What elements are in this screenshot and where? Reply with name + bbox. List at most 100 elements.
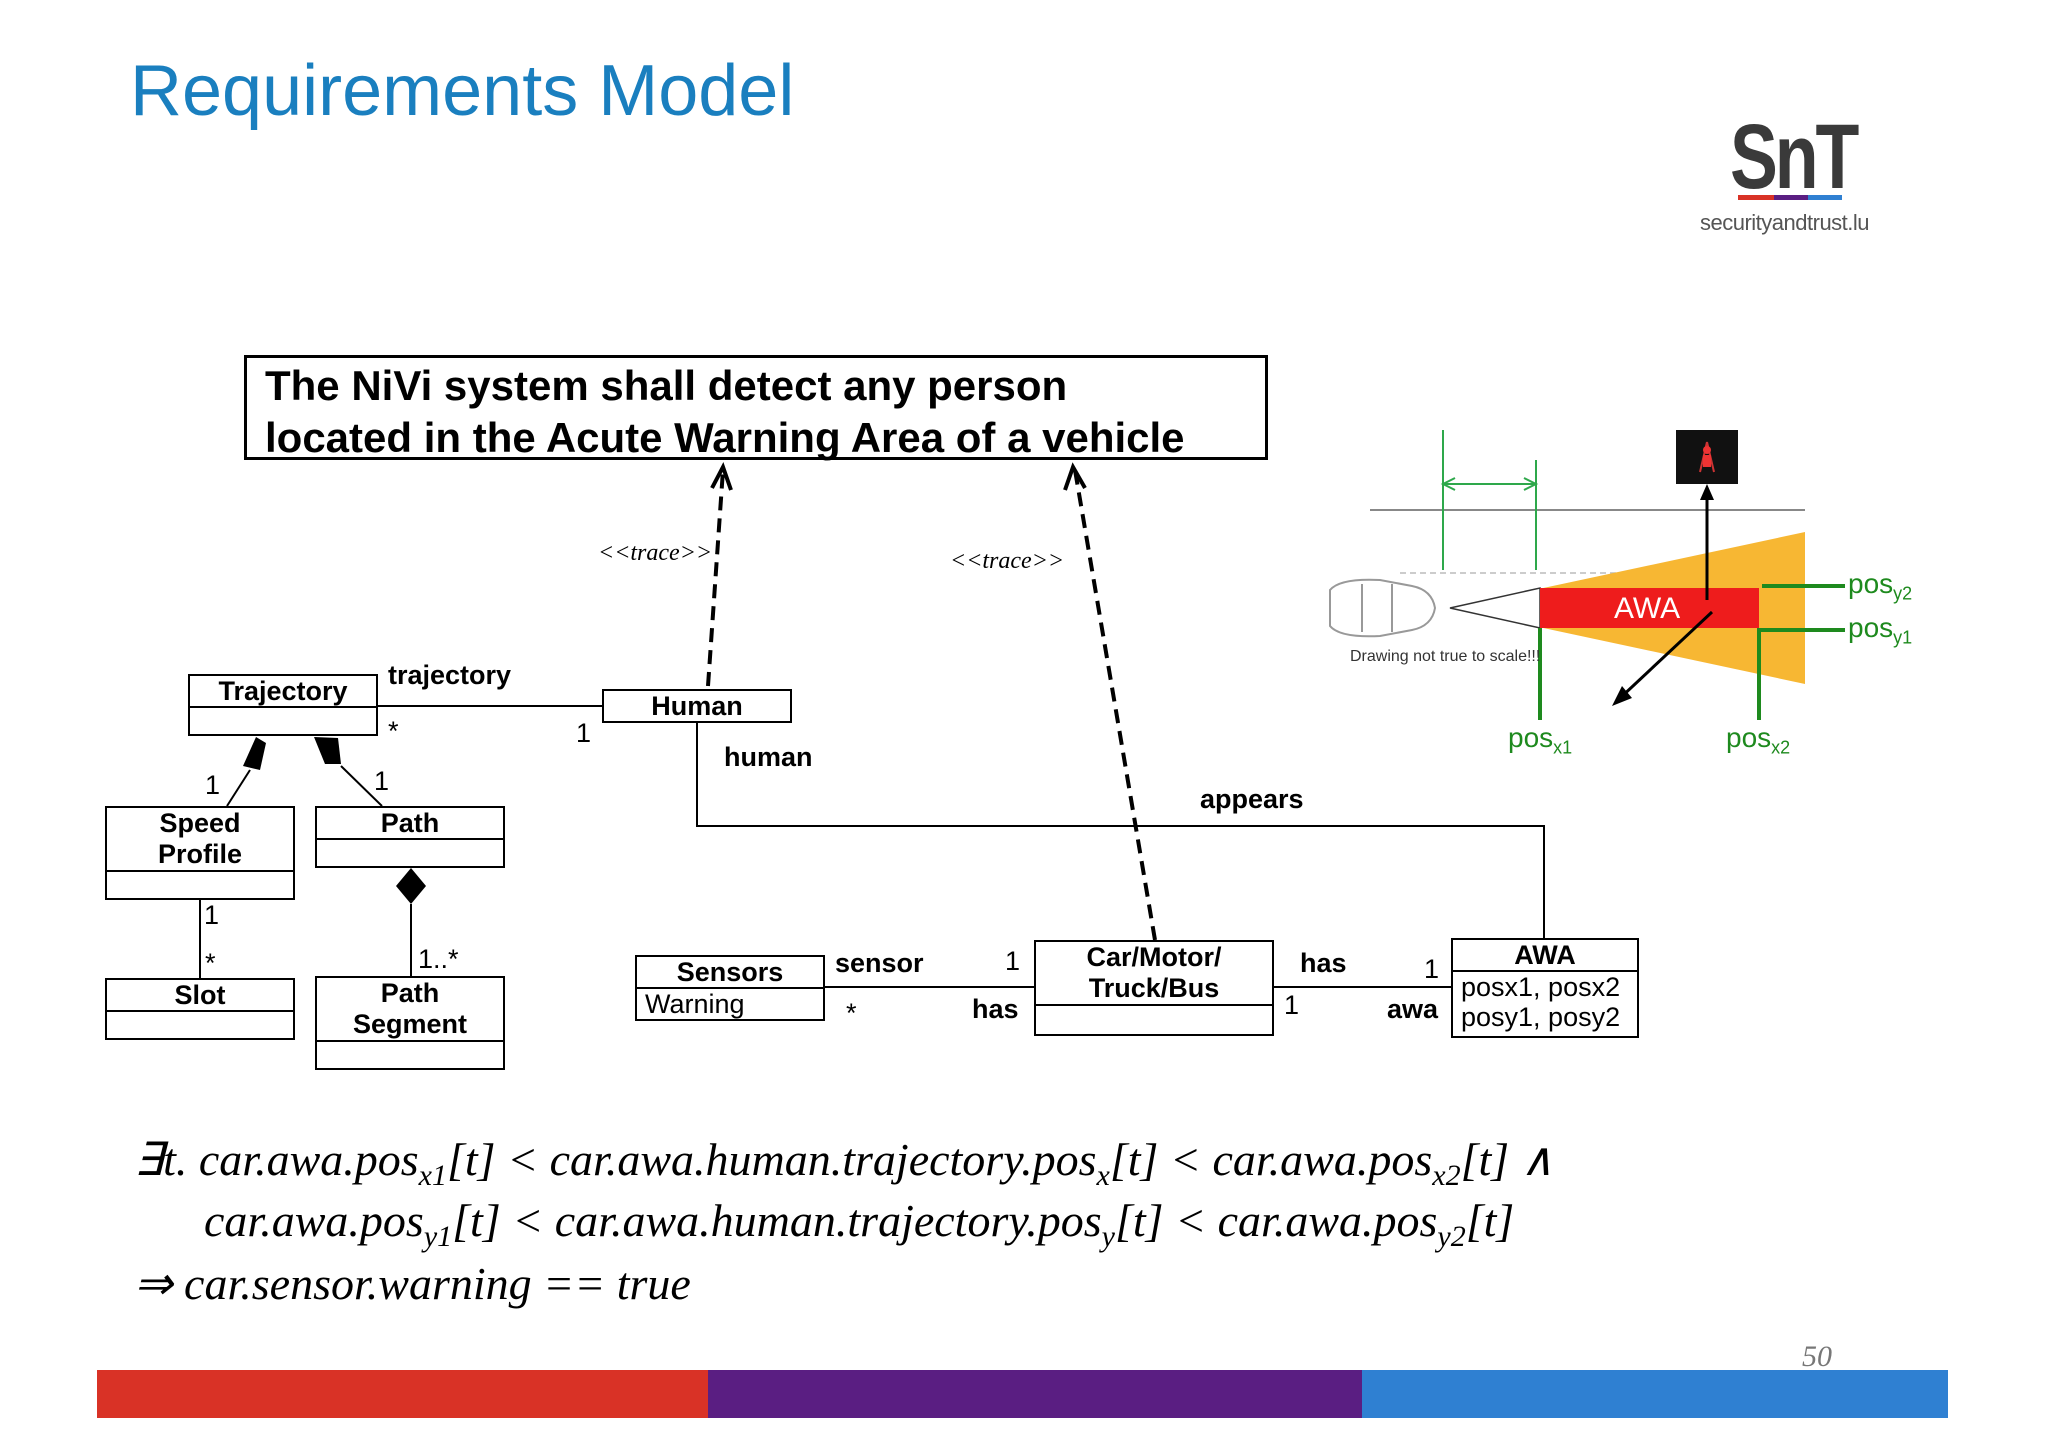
assoc-human-awa (696, 721, 1545, 938)
mult-speed-slot-one: 1 (204, 900, 220, 930)
class-path: Path (315, 806, 505, 868)
role-human: human (724, 742, 813, 772)
mult-slot-star: * (205, 948, 216, 978)
class-car: Car/Motor/ Truck/Bus (1034, 940, 1274, 1036)
role-has-awa: has (1300, 948, 1347, 978)
class-awa-attr-y: posy1, posy2 (1461, 1002, 1621, 1032)
label-pos-y2: posy2 (1848, 568, 1912, 605)
trace-car-line (1073, 469, 1157, 941)
class-car-name-2: Truck/Bus (1088, 973, 1220, 1003)
class-trajectory: Trajectory (188, 674, 378, 736)
mult-car-awa-left: 1 (1284, 990, 1300, 1020)
label-pos-y1-text: pos (1848, 612, 1894, 643)
class-human: Human (602, 689, 792, 723)
class-sensors: Sensors Warning (635, 955, 825, 1021)
class-trajectory-name: Trajectory (190, 676, 376, 708)
class-path-segment-name-2: Segment (352, 1009, 468, 1039)
mult-segment-many: 1..* (418, 944, 459, 974)
requirement-line-2: located in the Acute Warning Area of a v… (265, 414, 1185, 461)
role-has-car: has (972, 994, 1019, 1024)
mult-speed-one: 1 (205, 770, 221, 800)
formula-line-2: car.awa.posy1[t] < car.awa.human.traject… (204, 1194, 1514, 1254)
class-speed-profile-name-2: Profile (157, 839, 243, 869)
footer-bar-purple (708, 1370, 1362, 1418)
class-awa-attr-x: posx1, posx2 (1461, 972, 1621, 1002)
footer-bar-red (97, 1370, 708, 1418)
awa-illustration (1329, 430, 1845, 720)
diamond-traj-speed (243, 737, 266, 770)
formula-line-1: ∃t. car.awa.posx1[t] < car.awa.human.tra… (134, 1132, 1554, 1193)
mult-path-one: 1 (374, 766, 390, 796)
class-human-name: Human (651, 691, 743, 721)
trace-label-car: <<trace>> (950, 548, 1065, 574)
class-slot-name: Slot (107, 980, 293, 1012)
scale-note: Drawing not true to scale!!! (1350, 648, 1541, 665)
logo-bar-blue (1808, 195, 1842, 200)
formula-1b: [t] < car.awa.human.trajectory.pos (446, 1134, 1097, 1185)
label-pos-y1: posy1 (1848, 612, 1912, 649)
awa-zone-label: AWA (1614, 592, 1681, 625)
formula-1-sub1: x1 (418, 1159, 447, 1193)
class-speed-profile-name: Speed Profile (107, 808, 293, 872)
class-car-name-1: Car/Motor/ (1086, 942, 1222, 972)
role-awa: awa (1387, 994, 1439, 1024)
logo-bar-red (1738, 195, 1774, 200)
mult-sensor-one: 1 (1005, 946, 1021, 976)
formula-2-sub2: y (1101, 1220, 1115, 1254)
label-pos-x1-text: pos (1508, 722, 1554, 753)
footer-bar-blue (1362, 1370, 1948, 1418)
class-path-segment-name-1: Path (380, 978, 440, 1008)
label-pos-x2-text: pos (1726, 722, 1772, 753)
mult-human-one: 1 (576, 718, 592, 748)
formula-2b: [t] < car.awa.human.trajectory.pos (452, 1195, 1102, 1246)
label-pos-y2-text: pos (1848, 568, 1894, 599)
logo-bar-purple (1774, 195, 1808, 200)
trace-human-line (706, 469, 725, 687)
class-slot: Slot (105, 978, 295, 1040)
page-number: 50 (1802, 1340, 1832, 1373)
label-pos-x2-sub: x2 (1771, 737, 1791, 758)
mult-car-awa-right: 1 (1424, 954, 1440, 984)
label-pos-y1-sub: y1 (1893, 627, 1913, 648)
role-appears: appears (1200, 784, 1304, 814)
requirement-line-1: The NiVi system shall detect any person (265, 362, 1068, 409)
class-awa-name: AWA (1453, 940, 1637, 972)
label-pos-y2-sub: y2 (1893, 583, 1913, 604)
role-sensor: sensor (835, 948, 924, 978)
formula-1a: ∃t. car.awa.pos (134, 1134, 419, 1185)
trace-human-arrowhead (710, 461, 733, 491)
class-path-segment-name: Path Segment (317, 978, 503, 1042)
diamond-traj-path (314, 737, 341, 764)
class-speed-profile: Speed Profile (105, 806, 295, 900)
role-trajectory: trajectory (388, 660, 512, 690)
class-sensors-attr: Warning (645, 989, 745, 1019)
class-sensors-name: Sensors (637, 957, 823, 989)
class-awa: AWA posx1, posx2 posy1, posy2 (1451, 938, 1639, 1038)
label-pos-x1-sub: x1 (1553, 737, 1573, 758)
formula-2-sub3: y2 (1437, 1220, 1466, 1254)
formula-1c: [t] < car.awa.pos (1109, 1134, 1433, 1185)
trace-label-human: <<trace>> (598, 540, 713, 566)
class-car-name: Car/Motor/ Truck/Bus (1036, 942, 1272, 1006)
label-pos-x2: posx2 (1726, 722, 1790, 759)
diamond-path-segment (396, 868, 426, 904)
comp-traj-speed (226, 769, 251, 807)
logo-url: securityandtrust.lu (1700, 210, 1870, 235)
class-path-segment: Path Segment (315, 976, 505, 1070)
formula-1d: [t] ∧ (1460, 1134, 1555, 1185)
snt-logo-mark: SnT (1730, 106, 1859, 208)
class-path-name: Path (317, 808, 503, 840)
formula-2c: [t] < car.awa.pos (1114, 1195, 1438, 1246)
formula-1-sub2: x (1096, 1159, 1110, 1193)
formula-2d: [t] (1465, 1195, 1515, 1246)
label-pos-x1: posx1 (1508, 722, 1572, 759)
formula-line-3: ⇒ car.sensor.warning == true (134, 1258, 691, 1309)
comp-traj-path (340, 765, 383, 807)
mult-traj-star: * (388, 716, 399, 746)
trace-car-arrowhead (1063, 462, 1087, 491)
formula-1-sub3: x2 (1432, 1159, 1461, 1193)
requirement-box: The NiVi system shall detect any person … (244, 355, 1268, 461)
slide-title: Requirements Model (130, 51, 795, 131)
awa-zone (1540, 588, 1759, 628)
